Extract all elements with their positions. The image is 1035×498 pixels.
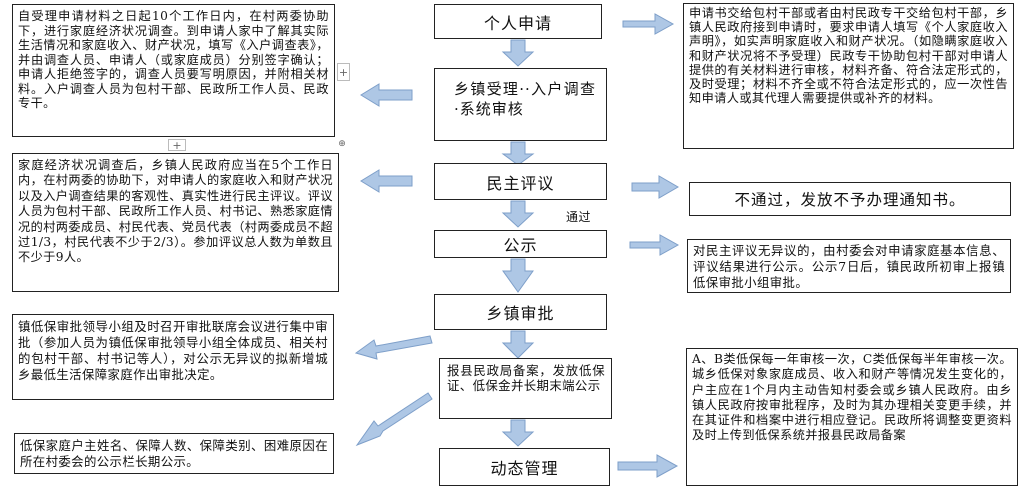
- note-publicity: 对民主评议无异议的，由村委会对申请家庭基本信息、评议结果进行公示。公示7日后，镇…: [687, 239, 1011, 293]
- note-reject-text: 不通过，发放不予办理通知书。: [734, 191, 966, 209]
- note-survey-text: 自受理申请材料之日起10个工作日内，在村两委协助下，进行家庭经济状况调查。到申请…: [18, 9, 329, 110]
- step-dynamic-label: 动态管理: [490, 459, 559, 478]
- note-survey: 自受理申请材料之日起10个工作日内，在村两委协助下，进行家庭经济状况调查。到申请…: [12, 4, 335, 137]
- step-township-accept: 乡镇受理··入户调查·系统审核: [434, 68, 607, 141]
- down-arrow-3: [501, 200, 535, 228]
- step-democratic-review: 民主评议: [434, 163, 607, 200]
- step-township-approve-label: 乡镇审批: [486, 304, 555, 323]
- down-arrow-2: [501, 141, 535, 166]
- step-publicity-label: 公示: [503, 236, 538, 255]
- step-apply: 个人申请: [434, 4, 602, 39]
- note-publicity-text: 对民主评议无异议的，由村委会对申请家庭基本信息、评议结果进行公示。公示7日后，镇…: [693, 243, 1005, 290]
- move-handle-icon[interactable]: ⊕: [336, 138, 348, 150]
- note-approve: 镇低保审批领导小组及时召开审批联席会议进行集中审批（参加人员为镇低保审批领导小组…: [12, 314, 334, 400]
- resize-handle-plus-right[interactable]: +: [337, 63, 350, 81]
- left-arrow-board: [355, 392, 433, 447]
- note-review-text: 家庭经济状况调查后，乡镇人民政府应当在5个工作日内，在村两委的协助下，对申请人的…: [18, 158, 333, 265]
- step-township-approve: 乡镇审批: [434, 294, 607, 330]
- move-handle-label: ⊕: [338, 139, 346, 149]
- resize-handle-plus-bottom[interactable]: +: [168, 138, 186, 152]
- resize-handle-plus-right-label: +: [338, 65, 349, 79]
- note-approve-text: 镇低保审批领导小组及时召开审批联席会议进行集中审批（参加人员为镇低保审批领导小组…: [18, 319, 328, 382]
- right-arrow-apply: [622, 13, 675, 35]
- note-dynamic: A、B类低保每一年审核一次，C类低保每半年审核一次。城乡低保对象家庭成员、收入和…: [686, 348, 1018, 486]
- down-arrow-1: [501, 39, 535, 67]
- left-arrow-review: [360, 169, 413, 193]
- note-reject: 不通过，发放不予办理通知书。: [689, 182, 1011, 216]
- down-arrow-6: [501, 419, 535, 447]
- step-report-county-label: 报县民政局备案，发放低保证、低保金并长期末端公示: [447, 363, 605, 393]
- note-review: 家庭经济状况调查后，乡镇人民政府应当在5个工作日内，在村两委的协助下，对申请人的…: [12, 153, 339, 292]
- note-dynamic-text: A、B类低保每一年审核一次，C类低保每半年审核一次。城乡低保对象家庭成员、收入和…: [692, 352, 1012, 443]
- step-dynamic: 动态管理: [439, 448, 610, 486]
- right-arrow-reject: [631, 175, 679, 199]
- step-democratic-review-label: 民主评议: [486, 173, 555, 193]
- note-board: 低保家庭户主姓名、保障人数、保障类别、困难原因在所在村委会的公示栏长期公示。: [14, 433, 334, 474]
- step-apply-label: 个人申请: [483, 13, 552, 33]
- right-arrow-publicity: [629, 234, 680, 256]
- pass-label: 通过: [566, 210, 592, 224]
- step-township-accept-label: 乡镇受理··入户调查·系统审核: [454, 80, 596, 118]
- step-publicity: 公示: [434, 230, 607, 258]
- note-board-text: 低保家庭户主姓名、保障人数、保障类别、困难原因在所在村委会的公示栏长期公示。: [20, 438, 328, 469]
- resize-handle-plus-bottom-label: +: [172, 138, 182, 152]
- down-arrow-5: [501, 330, 535, 359]
- step-report-county: 报县民政局备案，发放低保证、低保金并长期末端公示: [439, 358, 612, 419]
- left-arrow-approve: [354, 335, 433, 360]
- note-apply-text: 申请书交给包村干部或者由村民政专干交给包村干部，乡镇人民政府接到申请时，要求申请…: [689, 6, 1008, 106]
- right-arrow-dynamic: [617, 454, 679, 478]
- left-arrow-survey: [360, 83, 413, 107]
- down-arrow-4: [502, 258, 534, 293]
- note-apply: 申请书交给包村干部或者由村民政专干交给包村干部，乡镇人民政府接到申请时，要求申请…: [683, 3, 1014, 149]
